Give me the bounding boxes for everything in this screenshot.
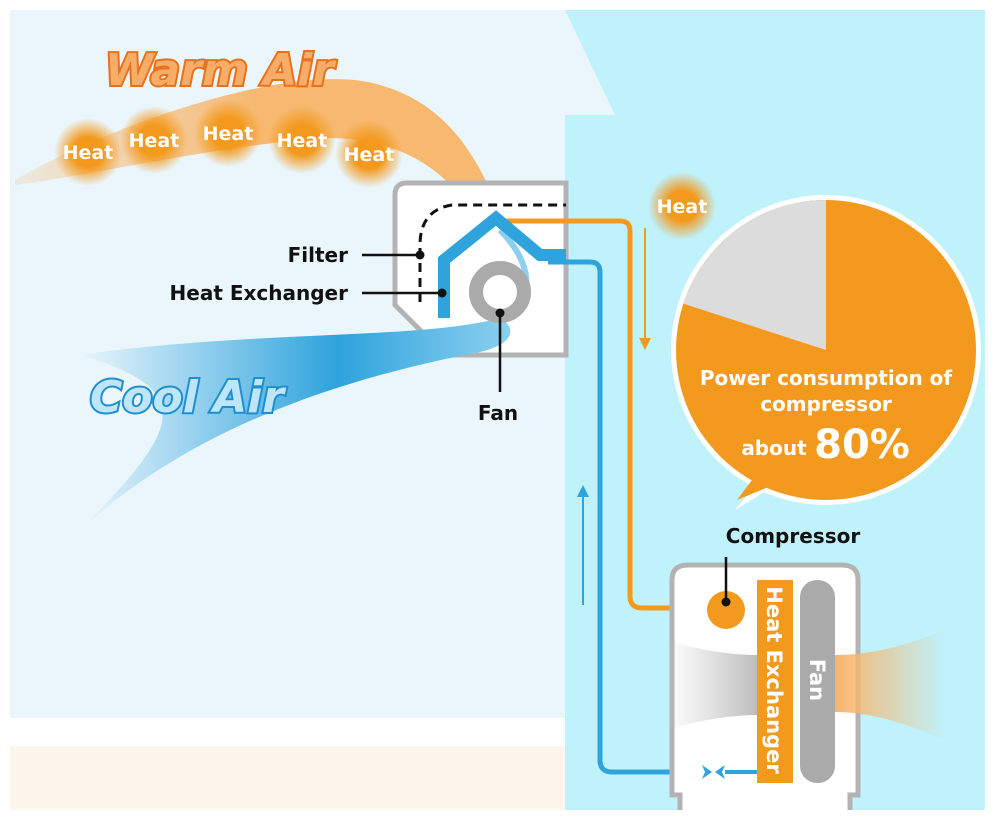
cold-refrigerant-pipe — [548, 259, 705, 775]
exhaust-air — [835, 630, 945, 740]
heat-label: Heat — [63, 142, 114, 164]
heat-label: Heat — [203, 123, 254, 145]
indoor-heat-exchanger — [438, 210, 566, 318]
callout-value: 80% — [814, 422, 910, 468]
flow-arrow-down — [639, 228, 651, 350]
flow-arrow-up — [577, 485, 589, 605]
indoor-heat-exchanger-label: Heat Exchanger — [170, 281, 349, 305]
callout-line1: Power consumption of — [700, 366, 952, 390]
outdoor-heat-label: Heat — [657, 196, 708, 218]
cool-air-label: Cool Air — [90, 372, 286, 423]
indoor-fan-label: Fan — [478, 401, 518, 425]
cool-air-stream — [80, 318, 511, 530]
warm-air-label: Warm Air — [105, 45, 336, 96]
callout-about: about — [741, 436, 807, 460]
intake-air — [665, 640, 758, 730]
flow-arrows-in — [702, 765, 757, 779]
outdoor-fan-label: Fan — [805, 659, 829, 701]
pie-slice-other — [683, 200, 826, 350]
heat-label: Heat — [129, 130, 180, 152]
warm-air-stream — [15, 79, 505, 230]
compressor — [707, 591, 745, 629]
outdoor-heat-exchanger — [757, 580, 793, 783]
filter — [418, 203, 566, 302]
outdoor-fan — [800, 580, 835, 783]
heat-bubbles: Heat Heat Heat Heat Heat Heat — [54, 99, 716, 240]
heat-label: Heat — [277, 130, 328, 152]
callout-line2: compressor — [760, 392, 892, 416]
compressor-label: Compressor — [726, 524, 861, 548]
heat-label: Heat — [344, 144, 395, 166]
outdoor-heat-exchanger-label: Heat Exchanger — [762, 586, 786, 774]
floor — [10, 746, 565, 810]
baseboard — [10, 718, 565, 746]
filter-label: Filter — [288, 243, 348, 267]
power-consumption-callout: Power consumption of compressor about 80… — [671, 195, 981, 510]
hot-refrigerant-pipe — [500, 218, 690, 611]
